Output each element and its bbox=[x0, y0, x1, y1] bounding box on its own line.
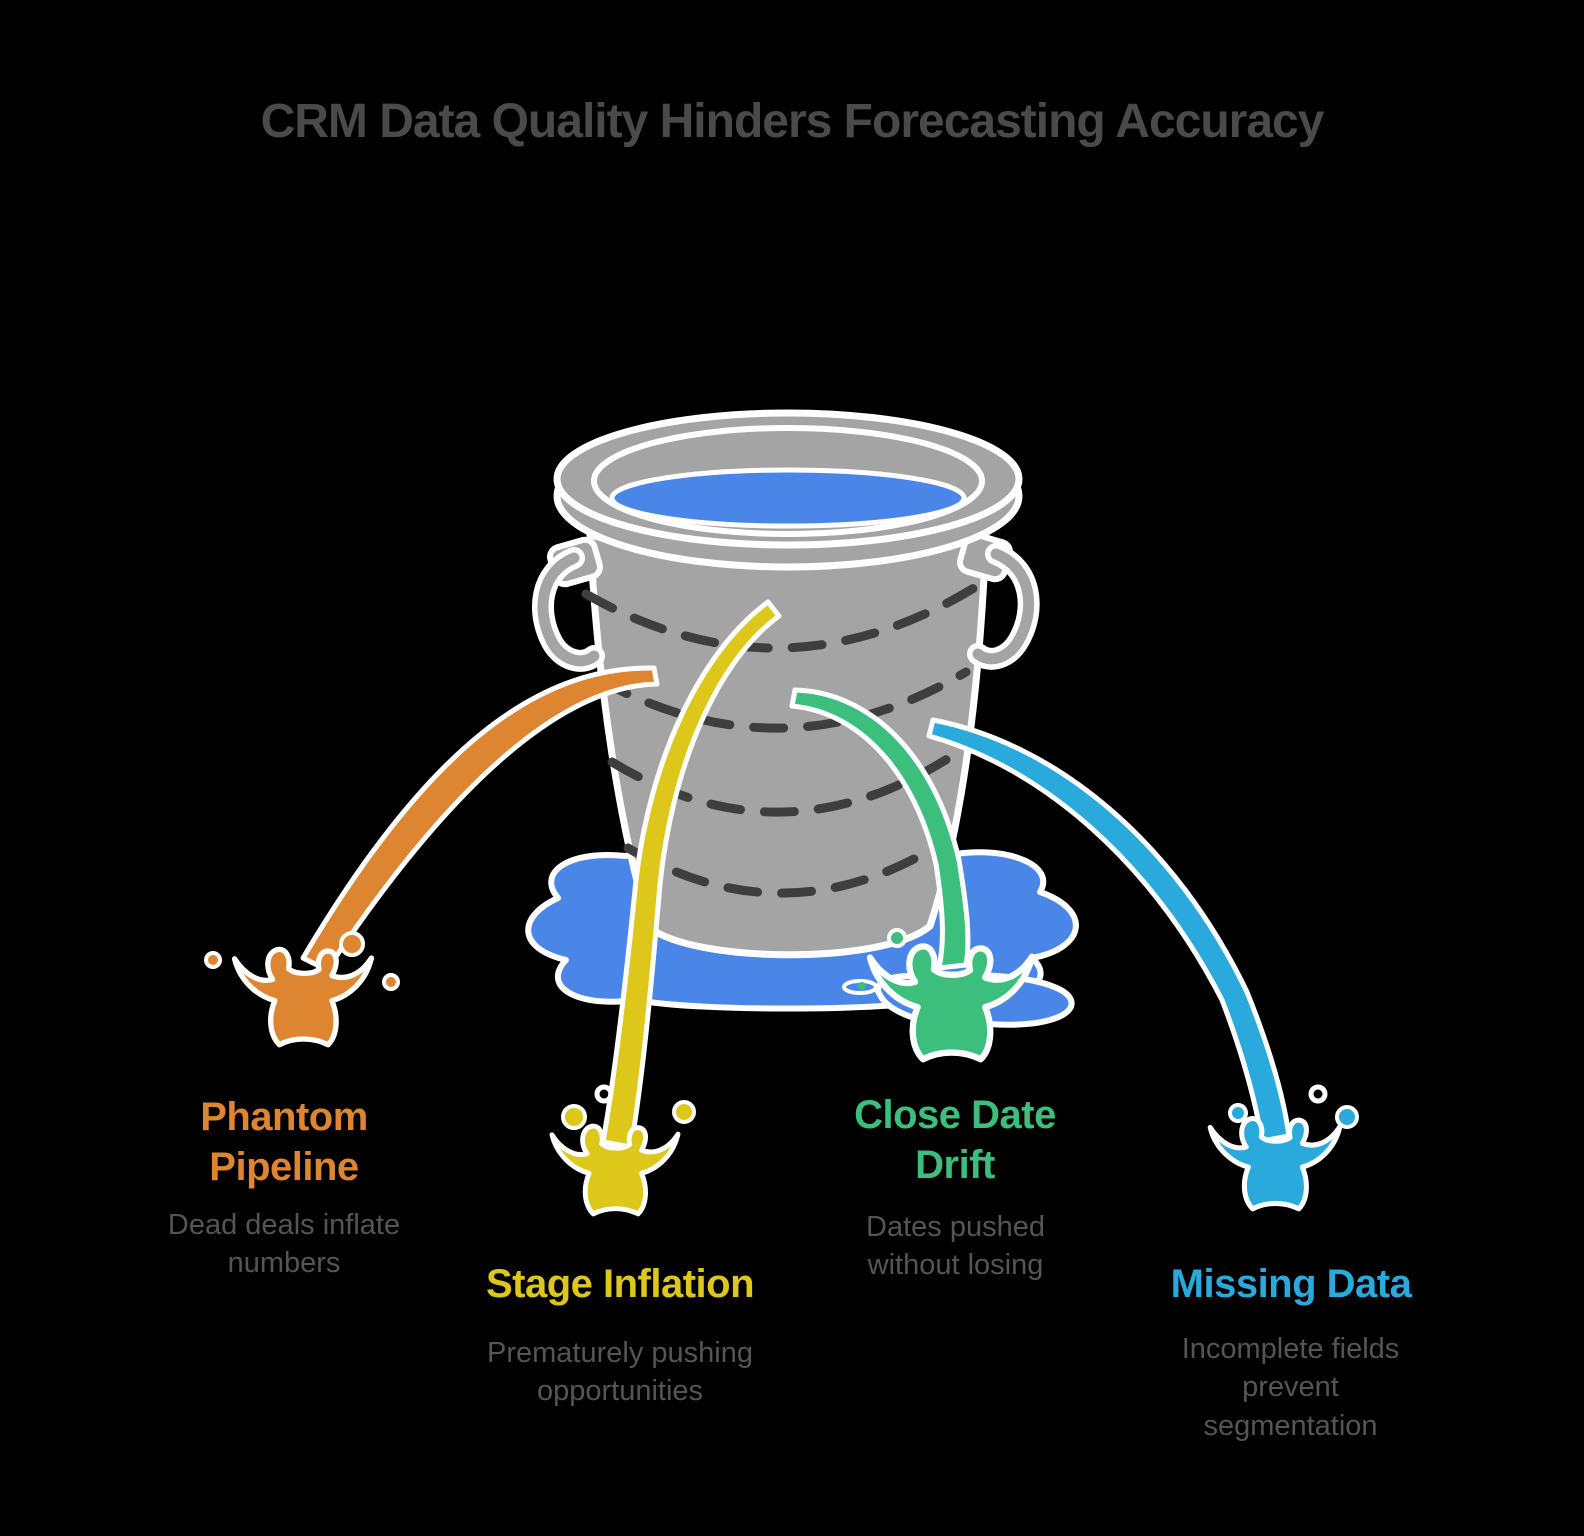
dash-level-1 bbox=[581, 583, 979, 653]
green-splat-lens bbox=[842, 979, 878, 995]
leak-desc-phantom-pipeline: Dead deals inflate numbers bbox=[167, 1209, 401, 1280]
close-date-drift-stream bbox=[789, 687, 971, 971]
orange-droplet bbox=[204, 951, 222, 969]
blue-droplet bbox=[1335, 1105, 1359, 1129]
green-splat-dot bbox=[858, 982, 866, 990]
yellow-droplet bbox=[561, 1104, 587, 1130]
leak-desc-stage-inflation: Prematurely pushing opportunities bbox=[487, 1337, 753, 1408]
blue-droplet bbox=[1228, 1103, 1248, 1123]
page-title: CRM Data Quality Hinders Forecasting Acc… bbox=[260, 95, 1325, 148]
stage-inflation-stream bbox=[600, 599, 782, 1150]
leak-title-missing-data: Missing Data bbox=[1170, 1262, 1412, 1306]
leak-title-phantom-pipeline: Phantom Pipeline bbox=[200, 1095, 368, 1189]
green-droplet-on-bucket bbox=[887, 928, 907, 948]
leak-desc-missing-data: Incomplete fields prevent segmentation bbox=[1181, 1333, 1400, 1442]
left-handle bbox=[531, 536, 605, 672]
dash-level-4 bbox=[623, 833, 955, 898]
yellow-droplet-ring bbox=[594, 1084, 614, 1104]
orange-droplet bbox=[382, 973, 400, 991]
left-handle-wire bbox=[537, 552, 600, 667]
phantom-pipeline-stream bbox=[300, 665, 660, 973]
dash-level-2 bbox=[595, 667, 971, 733]
leak-title-close-date-drift: Close Date Drift bbox=[854, 1093, 1056, 1187]
right-handle bbox=[957, 531, 1040, 670]
water-surface bbox=[609, 467, 967, 529]
phantom-pipeline-splash bbox=[235, 949, 372, 1044]
leak-desc-close-date-drift: Dates pushed without losing bbox=[866, 1211, 1045, 1282]
missing-data-stream bbox=[926, 717, 1292, 1144]
leak-title-stage-inflation: Stage Inflation bbox=[485, 1262, 755, 1306]
blue-droplet-ring bbox=[1308, 1084, 1328, 1104]
orange-droplet bbox=[339, 931, 365, 957]
right-handle-wire bbox=[972, 548, 1035, 665]
yellow-droplet bbox=[672, 1100, 696, 1124]
